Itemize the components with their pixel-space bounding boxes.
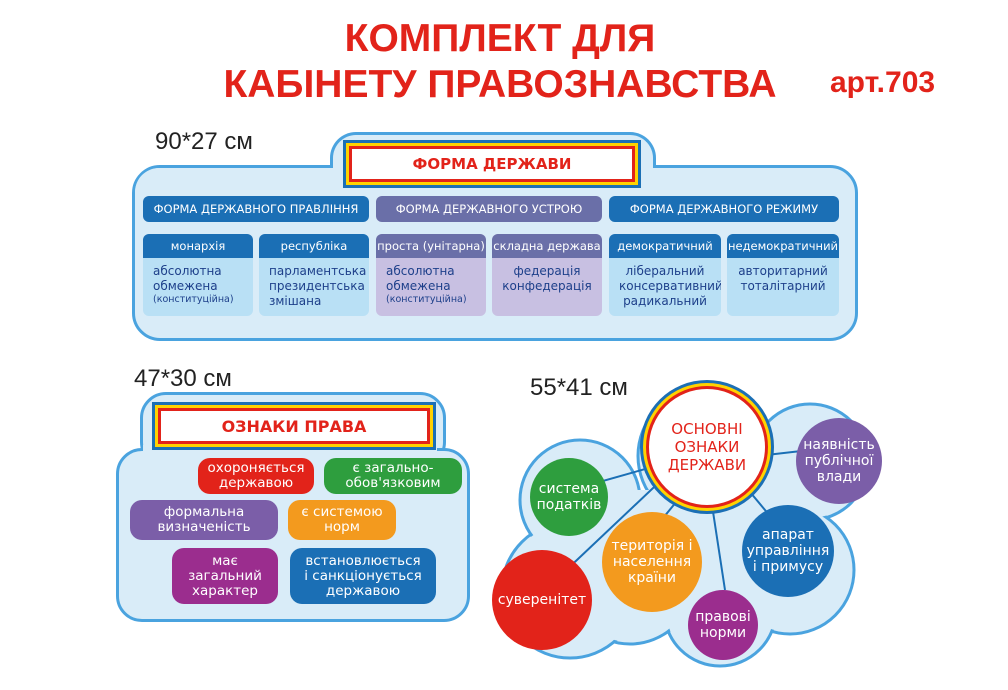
main-title: КОМПЛЕКТ ДЛЯ КАБІНЕТУ ПРАВОЗНАВСТВА bbox=[180, 16, 820, 108]
circle-line: територія і bbox=[611, 538, 693, 554]
cell-line: радикальний bbox=[623, 294, 707, 308]
cell-header: монархія bbox=[143, 234, 253, 258]
pill-line: встановлюється bbox=[305, 552, 421, 569]
cell-header: складна держава bbox=[492, 234, 602, 258]
cell-body: абсолютна обмежена (конституційна) bbox=[143, 258, 253, 311]
title-line-2: КАБІНЕТУ ПРАВОЗНАВСТВА bbox=[223, 63, 777, 106]
cell-header: демократичний bbox=[609, 234, 721, 258]
cell-monarchy: монархія абсолютна обмежена (конституцій… bbox=[143, 234, 253, 316]
pill-line: загальний bbox=[188, 567, 262, 584]
cell-body: федерація конфедерація bbox=[492, 258, 602, 300]
circle-line: наявність bbox=[803, 437, 875, 453]
stand2-board-patch bbox=[143, 445, 437, 459]
pill-line: охороняється bbox=[207, 460, 305, 476]
cell-header: недемократичний bbox=[727, 234, 839, 258]
group-header-government: ФОРМА ДЕРЖАВНОГО ПРАВЛІННЯ bbox=[143, 196, 369, 222]
circle-line: населення bbox=[612, 554, 692, 570]
circle-line: апарат bbox=[762, 527, 814, 543]
circle-line: влади bbox=[816, 469, 862, 485]
cell-line: федерація bbox=[513, 264, 581, 278]
cell-line: абсолютна bbox=[386, 264, 455, 278]
cell-line: президентська bbox=[269, 279, 365, 293]
group-header-structure: ФОРМА ДЕРЖАВНОГО УСТРОЮ bbox=[376, 196, 602, 222]
circle-sovereignty: суверенітет bbox=[492, 550, 592, 650]
cell-democratic: демократичний ліберальний консервативний… bbox=[609, 234, 721, 316]
stand1-heading: ФОРМА ДЕРЖАВИ bbox=[349, 146, 635, 182]
cell-non-democratic: недемократичний авторитарний тоталітарни… bbox=[727, 234, 839, 316]
center-line: ОЗНАКИ bbox=[674, 438, 740, 456]
pill-line: характер bbox=[192, 582, 258, 599]
cell-line: абсолютна bbox=[153, 264, 222, 278]
stand2-heading: ОЗНАКИ ПРАВА bbox=[158, 408, 430, 444]
cell-line: консервативний bbox=[619, 279, 721, 293]
cell-body: авторитарний тоталітарний bbox=[727, 258, 839, 300]
cell-unitary: проста (унітарна) абсолютна обмежена (ко… bbox=[376, 234, 486, 316]
circle-line: країни bbox=[627, 570, 677, 586]
circle-line: норми bbox=[699, 625, 747, 641]
stand3-size: 55*41 см bbox=[530, 374, 628, 401]
cell-complex-state: складна держава федерація конфедерація bbox=[492, 234, 602, 316]
cell-note: (конституційна) bbox=[153, 294, 234, 305]
cell-republic: республіка парламентська президентська з… bbox=[259, 234, 369, 316]
group-header-regime: ФОРМА ДЕРЖАВНОГО РЕЖИМУ bbox=[609, 196, 839, 222]
center-line: ОСНОВНІ bbox=[671, 420, 743, 438]
cell-line: ліберальний bbox=[625, 264, 705, 278]
cell-line: обмежена bbox=[386, 279, 451, 293]
cell-note: (конституційна) bbox=[386, 294, 467, 305]
circle-line: система bbox=[538, 481, 600, 497]
pill-line: є системою bbox=[301, 504, 383, 520]
cell-line: змішана bbox=[269, 294, 322, 308]
pill-line: державою bbox=[218, 475, 294, 491]
cell-line: конфедерація bbox=[502, 279, 592, 293]
pill-line: норм bbox=[324, 519, 360, 535]
cell-body: абсолютна обмежена (конституційна) bbox=[376, 258, 486, 311]
cell-body: ліберальний консервативний радикальний bbox=[609, 258, 721, 315]
center-line: ДЕРЖАВИ bbox=[667, 456, 747, 474]
circle-line: і примусу bbox=[752, 559, 824, 575]
circle-line: правові bbox=[695, 609, 751, 625]
pill-line: визначеність bbox=[157, 519, 251, 535]
cell-header: республіка bbox=[259, 234, 369, 258]
stand2-size: 47*30 см bbox=[134, 365, 232, 392]
pill-line: державою bbox=[325, 582, 401, 599]
circle-line: управління bbox=[746, 543, 830, 559]
cell-line: обмежена bbox=[153, 279, 218, 293]
pill-line: формальна bbox=[163, 504, 245, 520]
circle-line: публічної bbox=[804, 453, 874, 469]
circle-line: суверенітет bbox=[497, 592, 587, 608]
article-number: арт.703 bbox=[830, 66, 936, 99]
cell-body: парламентська президентська змішана bbox=[259, 258, 369, 315]
cell-header: проста (унітарна) bbox=[376, 234, 486, 258]
pill-line: і санкціонується bbox=[304, 567, 422, 584]
pill-line: є загально- bbox=[352, 460, 434, 476]
title-line-1: КОМПЛЕКТ ДЛЯ bbox=[344, 17, 656, 60]
circle-line: податків bbox=[536, 497, 602, 513]
stand1-size: 90*27 см bbox=[155, 128, 253, 155]
pill-line: має bbox=[212, 552, 238, 569]
pill-line: обов'язковим bbox=[345, 475, 441, 491]
cell-line: тоталітарний bbox=[740, 279, 826, 293]
cell-line: парламентська bbox=[269, 264, 367, 278]
sign-generally-binding: є загально-обов'язковим bbox=[324, 458, 462, 494]
cell-line: авторитарний bbox=[738, 264, 828, 278]
